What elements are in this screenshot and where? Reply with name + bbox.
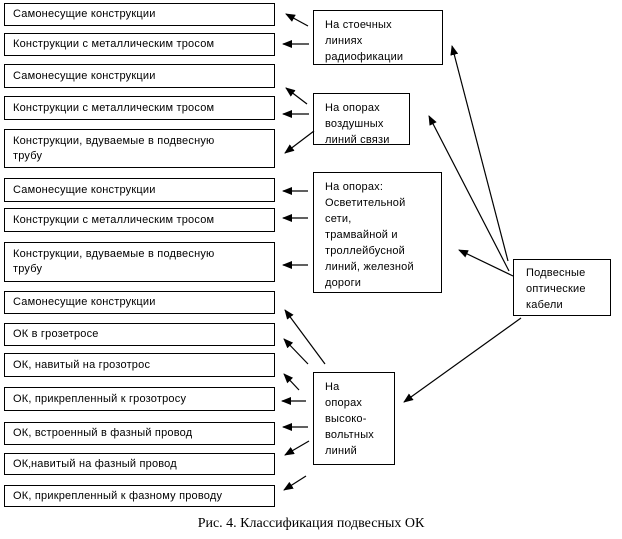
leaf-box-ok-built-in-phase-wire: ОК, встроенный в фазный провод [4, 422, 275, 445]
arrow-radio-to-leaf1 [285, 13, 309, 27]
leaf-box-self-supporting-4: Самонесущие конструкции [4, 291, 275, 314]
arrow-comm-to-leaf5 [284, 130, 315, 154]
leaf-box-ok-attached-ground-wire: ОК, прикрепленный к грозотросу [4, 387, 275, 411]
leaf-label: Конструкции с металлическим тросом [13, 213, 215, 226]
leaf-box-metal-cable-2: Конструкции с металлическим тросом [4, 96, 275, 120]
leaf-label: ОК, встроенный в фазный провод [13, 427, 193, 439]
category-box-lighting-tram-rail: На опорах: Осветительной сети, трамвайно… [313, 172, 442, 293]
category-label: На опорах: Осветительной сети, трамвайно… [325, 181, 414, 289]
arrow-hv-to-leaf10 [283, 338, 309, 365]
leaf-label: ОК, прикрепленный к фазному проводу [13, 489, 223, 502]
arrow-hv-to-leaf15 [283, 475, 307, 491]
figure-caption: Рис. 4. Классификация подвесных ОК [197, 516, 425, 531]
leaf-label: Конструкции с металлическим тросом [13, 101, 215, 114]
leaf-label: ОК, навитый на грозотрос [13, 358, 151, 371]
leaf-box-self-supporting-1: Самонесущие конструкции [4, 3, 275, 26]
category-label: На опорах воздушных линий связи [325, 102, 390, 146]
arrow-root-to-hv [403, 317, 522, 403]
category-label: На стоечных линиях радиофикации [325, 19, 404, 63]
leaf-box-self-supporting-3: Самонесущие конструкции [4, 178, 275, 202]
arrow-hv-to-leaf14 [284, 440, 310, 456]
root-label: Подвесные оптические кабели [526, 267, 586, 311]
leaf-label: ОК в грозетросе [13, 328, 99, 340]
category-box-overhead-comm-lines: На опорах воздушных линий связи [313, 93, 410, 146]
category-label: На опорах высоко- вольтных линий [325, 381, 375, 457]
leaf-box-ok-wound-phase-wire: ОК‚навитый на фазный провод [4, 453, 275, 475]
arrow-comm-to-leaf3 [285, 87, 308, 105]
leaf-label: Конструкции, вдуваемые в подвесную трубу [13, 134, 215, 162]
leaf-label-rest: навитый на фазный провод [31, 457, 177, 470]
leaf-box-ok-in-ground-wire: ОК в грозетросе [4, 323, 275, 346]
root-box-suspended-optical-cables: Подвесные оптические кабели [513, 259, 611, 316]
leaf-box-metal-cable-3: Конструкции с металлическим тросом [4, 208, 275, 232]
leaf-box-ok-wound-ground-wire: ОК, навитый на грозотрос [4, 353, 275, 377]
leaf-label: Самонесущие конструкции [13, 69, 156, 82]
arrow-hv-to-leaf9 [284, 309, 326, 365]
leaf-label: Самонесущие конструкции [13, 183, 156, 196]
arrow-hv-to-leaf11 [283, 373, 300, 391]
leaf-box-blown-tube-2: Конструкции, вдуваемые в подвесную трубу [4, 242, 275, 282]
leaf-box-metal-cable-1: Конструкции с металлическим тросом [4, 33, 275, 56]
leaf-box-ok-attached-phase-wire: ОК, прикрепленный к фазному проводу [4, 485, 275, 507]
leaf-box-blown-tube-1: Конструкции, вдуваемые в подвесную трубу [4, 129, 275, 168]
arrow-root-to-radio [450, 45, 509, 262]
leaf-label: Конструкции с металлическим тросом [13, 38, 215, 50]
category-box-radio-rack-lines: На стоечных линиях радиофикации [313, 10, 443, 65]
leaf-label: Самонесущие конструкции [13, 296, 156, 308]
category-box-high-voltage-lines: На опорах высоко- вольтных линий [313, 372, 395, 465]
leaf-label: ОК, прикрепленный к грозотросу [13, 392, 187, 405]
arrow-root-to-lighting [458, 249, 514, 277]
leaf-label: ОК‚навитый на фазный провод [13, 457, 177, 472]
leaf-label: Самонесущие конструкции [13, 8, 156, 20]
misspelled-comma: ‚ [28, 457, 32, 470]
leaf-label-prefix: ОК [13, 457, 29, 470]
leaf-label: Конструкции, вдуваемые в подвесную трубу [13, 248, 215, 275]
leaf-box-self-supporting-2: Самонесущие конструкции [4, 64, 275, 88]
